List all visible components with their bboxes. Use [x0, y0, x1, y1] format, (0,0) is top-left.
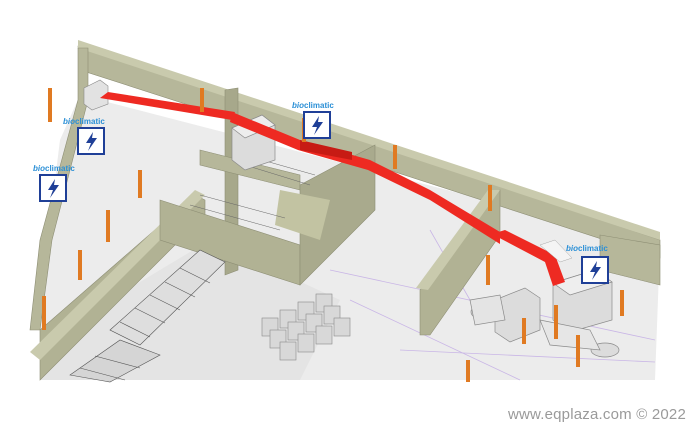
pallet-grid: [261, 293, 351, 361]
air-duct: [100, 92, 573, 286]
top-left-unit: [83, 79, 109, 111]
unit-badge-1: bioclimatic: [63, 117, 105, 155]
lightning-bolt-icon: [312, 116, 323, 135]
unit-badge-3: bioclimatic: [33, 164, 75, 202]
lightning-bolt-icon: [590, 261, 601, 280]
right-wall-top: [416, 190, 500, 290]
unit-badge-4: bioclimatic: [566, 244, 609, 284]
watermark: www.eqplaza.com © 2022: [507, 406, 686, 423]
brand-label: bioclimatic: [63, 117, 105, 126]
lightning-bolt-icon: [48, 179, 59, 198]
brand-label: bioclimatic: [566, 244, 608, 253]
brand-label: bioclimatic: [292, 101, 334, 110]
back-wall-top: [78, 40, 660, 240]
unit-badge-2: bioclimatic: [292, 101, 334, 139]
lightning-bolt-icon: [86, 132, 97, 151]
brand-label: bioclimatic: [33, 164, 75, 173]
conveyor-rack: [69, 249, 226, 383]
room-panel: [275, 190, 330, 240]
